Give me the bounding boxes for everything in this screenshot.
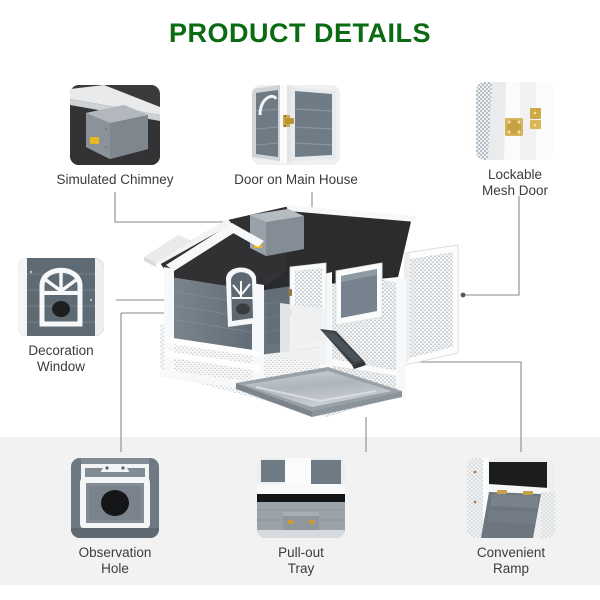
callout-decoration-window[interactable]: Decoration Window: [1, 258, 121, 375]
pull-out-tray-caption: Pull-out Tray: [278, 545, 324, 576]
access-ramp: [320, 329, 366, 369]
lockable-mesh-door-caption: Lockable Mesh Door: [481, 167, 549, 198]
decoration-window-caption: Decoration Window: [28, 343, 94, 374]
window-hole: [236, 303, 250, 315]
observation-hole-photo: [71, 458, 159, 538]
page-title: PRODUCT DETAILS: [169, 18, 431, 48]
slide-out-tray: [236, 367, 402, 417]
main-house-door-caption: Door on Main House: [234, 172, 358, 187]
door-photo: [252, 85, 340, 165]
footer-strip: [0, 585, 600, 600]
callout-simulated-chimney[interactable]: Simulated Chimney: [35, 85, 195, 188]
product-hero-image: [144, 205, 459, 417]
chimney-photo: [70, 85, 160, 165]
mesh-door-latch-photo: [476, 82, 554, 160]
arched-window: [226, 267, 258, 327]
callout-convenient-ramp[interactable]: Convenient Ramp: [451, 458, 571, 577]
interior-divider: [280, 303, 326, 365]
decoration-window-thumbnail: [18, 258, 104, 336]
square-window: [335, 262, 383, 326]
callout-observation-hole[interactable]: Observation Hole: [55, 458, 175, 577]
simulated-chimney-caption: Simulated Chimney: [56, 172, 174, 187]
pull-out-tray-thumbnail: [257, 458, 345, 538]
chimney: [250, 209, 304, 256]
simulated-chimney-thumbnail: [70, 85, 160, 165]
callout-door-on-main-house[interactable]: Door on Main House: [216, 85, 376, 188]
convenient-ramp-photo: [467, 458, 555, 538]
lockable-mesh-door-thumbnail: [476, 82, 554, 160]
mesh-door-panel: [404, 244, 459, 366]
convenient-ramp-caption: Convenient Ramp: [476, 545, 546, 576]
observation-hole-thumbnail: [71, 458, 159, 538]
callout-pull-out-tray[interactable]: Pull-out Tray: [241, 458, 361, 577]
convenient-ramp-thumbnail: [467, 458, 555, 538]
observation-hole-caption: Observation Hole: [78, 545, 152, 576]
pull-out-tray-photo: [257, 458, 345, 538]
decoration-window-photo: [18, 258, 104, 336]
callout-lockable-mesh-door[interactable]: Lockable Mesh Door: [455, 82, 575, 199]
main-house-door-thumbnail: [252, 85, 340, 165]
